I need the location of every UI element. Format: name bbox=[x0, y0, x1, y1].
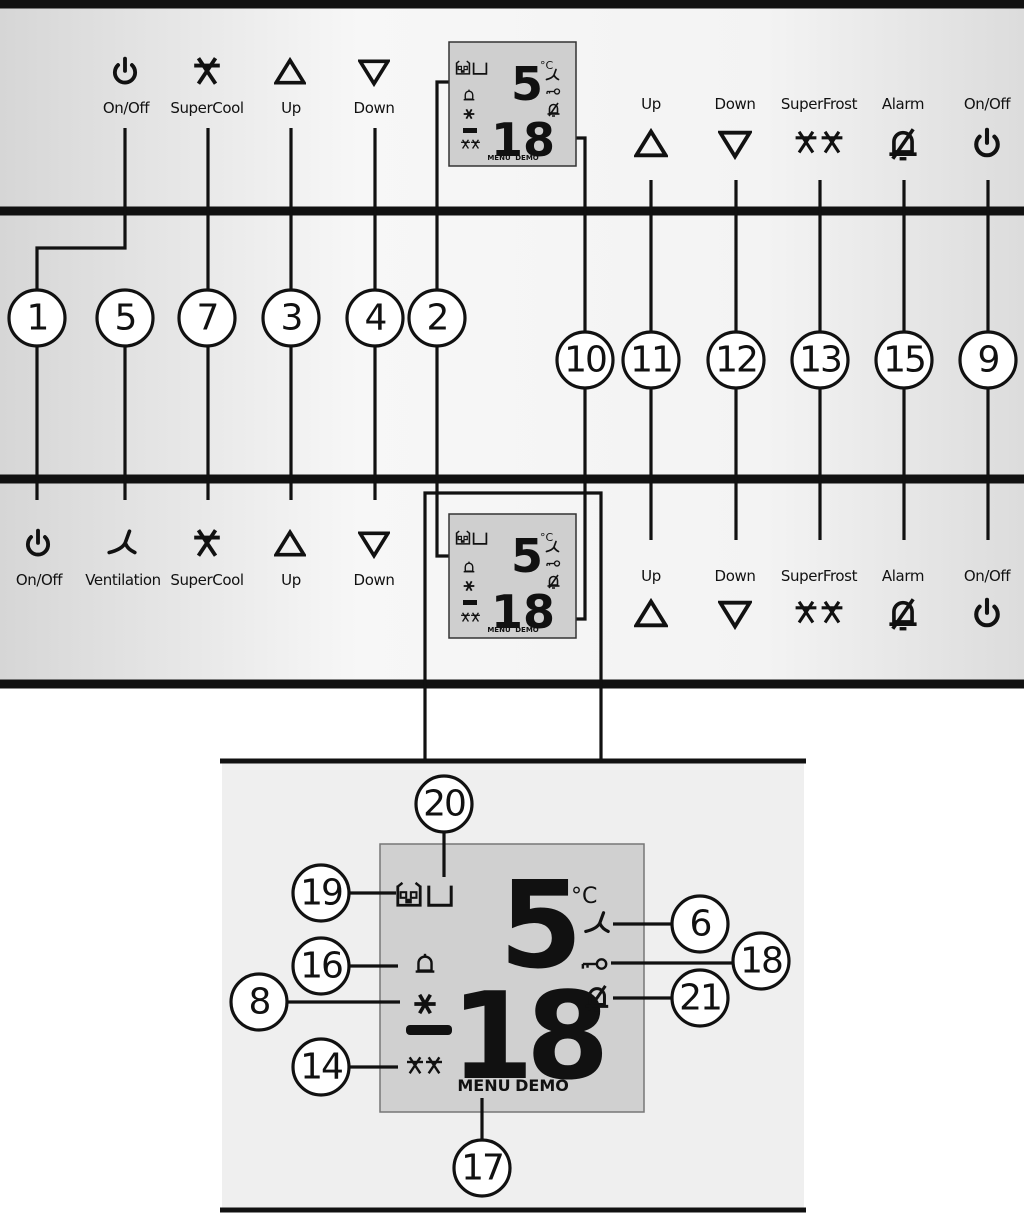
freezer-bottom-up-label: Up bbox=[641, 567, 661, 585]
svg-text:4: 4 bbox=[365, 298, 386, 339]
callout-4: 4 bbox=[345, 288, 405, 348]
detail-menu: MENU bbox=[457, 1076, 510, 1095]
callout-3: 3 bbox=[261, 288, 321, 348]
detail-demo: DEMO bbox=[515, 1076, 569, 1095]
callout-6: 6 bbox=[670, 894, 730, 954]
callout-20: 20 bbox=[414, 774, 474, 834]
fridge-top-down-label: Down bbox=[354, 99, 395, 117]
svg-text:21: 21 bbox=[679, 978, 721, 1019]
svg-text:13: 13 bbox=[799, 340, 841, 381]
detail-unit: °C bbox=[571, 884, 597, 909]
svg-text:16: 16 bbox=[300, 946, 342, 987]
detail-callouts: 19 20 16 8 14 17 6 18 21 bbox=[229, 774, 791, 1198]
svg-text:20: 20 bbox=[423, 784, 465, 825]
callout-17: 17 bbox=[452, 1138, 512, 1198]
lcd-top-freezer-temp: 18 bbox=[491, 113, 555, 167]
segment-bar bbox=[406, 1025, 452, 1035]
svg-text:9: 9 bbox=[978, 340, 999, 381]
svg-text:12: 12 bbox=[715, 340, 757, 381]
freezer-top-superfrost-label: SuperFrost bbox=[781, 95, 858, 113]
svg-text:8: 8 bbox=[249, 982, 270, 1023]
svg-text:6: 6 bbox=[690, 904, 711, 945]
detail-fridge-temp: 5 bbox=[499, 857, 583, 996]
lcd-bottom-menu: MENU bbox=[487, 626, 511, 634]
fridge-bottom-supercool-label: SuperCool bbox=[170, 571, 243, 589]
lcd-bottom-freezer-temp: 18 bbox=[491, 585, 555, 639]
freezer-top-onoff-label: On/Off bbox=[964, 95, 1011, 113]
lcd-top-menu: MENU bbox=[487, 154, 511, 162]
freezer-top-down-label: Down bbox=[715, 95, 756, 113]
lcd-top-fridge-temp: 5 bbox=[511, 57, 543, 111]
detail-leaders bbox=[287, 831, 734, 1142]
svg-text:1: 1 bbox=[27, 298, 48, 339]
detail-freezer-temp: 18 bbox=[451, 968, 603, 1107]
callout-1: 1 bbox=[7, 288, 67, 348]
lcd-top-demo: DEMO bbox=[515, 154, 539, 162]
fridge-bottom-onoff-label: On/Off bbox=[16, 571, 63, 589]
fridge-bottom-down-label: Down bbox=[354, 571, 395, 589]
callout-13: 13 bbox=[790, 330, 850, 390]
svg-text:10: 10 bbox=[564, 340, 606, 381]
svg-text:5: 5 bbox=[115, 298, 136, 339]
middle-panel bbox=[0, 212, 1024, 478]
fridge-top-supercool-label: SuperCool bbox=[170, 99, 243, 117]
svg-text:19: 19 bbox=[300, 873, 342, 914]
svg-text:11: 11 bbox=[630, 340, 672, 381]
freezer-bottom-down-label: Down bbox=[715, 567, 756, 585]
callout-15: 15 bbox=[874, 330, 934, 390]
detail-lcd: 5 18 °C MENU DEMO bbox=[379, 843, 645, 1113]
freezer-top-controls: Up Down SuperFrost Alarm On/Off bbox=[634, 95, 1012, 161]
svg-text:18: 18 bbox=[740, 941, 782, 982]
fridge-bottom-up-label: Up bbox=[281, 571, 301, 589]
callout-19: 19 bbox=[291, 863, 351, 923]
callout-9: 9 bbox=[958, 330, 1018, 390]
svg-text:17: 17 bbox=[461, 1148, 503, 1189]
callout-7: 7 bbox=[177, 288, 237, 348]
callout-8: 8 bbox=[229, 972, 289, 1032]
callout-12: 12 bbox=[706, 330, 766, 390]
svg-text:2: 2 bbox=[427, 298, 448, 339]
svg-text:7: 7 bbox=[197, 298, 218, 339]
lcd-display-bottom: 5 18 °C MENU DEMO bbox=[448, 513, 577, 639]
freezer-top-up-label: Up bbox=[641, 95, 661, 113]
callout-row: 1 5 7 3 4 2 10 11 12 13 15 9 bbox=[7, 288, 1018, 390]
callout-16: 16 bbox=[291, 936, 351, 996]
callout-10: 10 bbox=[555, 330, 615, 390]
fridge-top-controls: On/Off SuperCool Up Down bbox=[103, 56, 395, 117]
fridge-top-onoff-label: On/Off bbox=[103, 99, 150, 117]
lcd-bottom-demo: DEMO bbox=[515, 626, 539, 634]
callout-2: 2 bbox=[407, 288, 467, 348]
svg-text:14: 14 bbox=[300, 1047, 342, 1088]
freezer-bottom-alarm-label: Alarm bbox=[882, 567, 924, 585]
fridge-top-up-label: Up bbox=[281, 99, 301, 117]
freezer-bottom-onoff-label: On/Off bbox=[964, 567, 1011, 585]
callout-18: 18 bbox=[731, 931, 791, 991]
freezer-top-alarm-label: Alarm bbox=[882, 95, 924, 113]
callout-21: 21 bbox=[670, 968, 730, 1028]
callout-11: 11 bbox=[621, 330, 681, 390]
lcd-top-unit: °C bbox=[540, 59, 554, 72]
lcd-display-top: 5 18 °C MENU DEMO bbox=[448, 41, 577, 167]
fridge-bottom-ventilation-label: Ventilation bbox=[85, 571, 161, 589]
callout-5: 5 bbox=[95, 288, 155, 348]
lcd-bottom-unit: °C bbox=[540, 531, 554, 544]
callout-14: 14 bbox=[291, 1037, 351, 1097]
zoom-frame-left bbox=[423, 491, 603, 761]
freezer-bottom-superfrost-label: SuperFrost bbox=[781, 567, 858, 585]
svg-text:3: 3 bbox=[281, 298, 302, 339]
lcd-bottom-fridge-temp: 5 bbox=[511, 529, 543, 583]
fridge-bottom-controls: On/Off Ventilation SuperCool Up Down bbox=[16, 528, 395, 589]
freezer-bottom-controls: Up Down SuperFrost Alarm On/Off bbox=[634, 567, 1012, 631]
svg-text:15: 15 bbox=[883, 340, 925, 381]
